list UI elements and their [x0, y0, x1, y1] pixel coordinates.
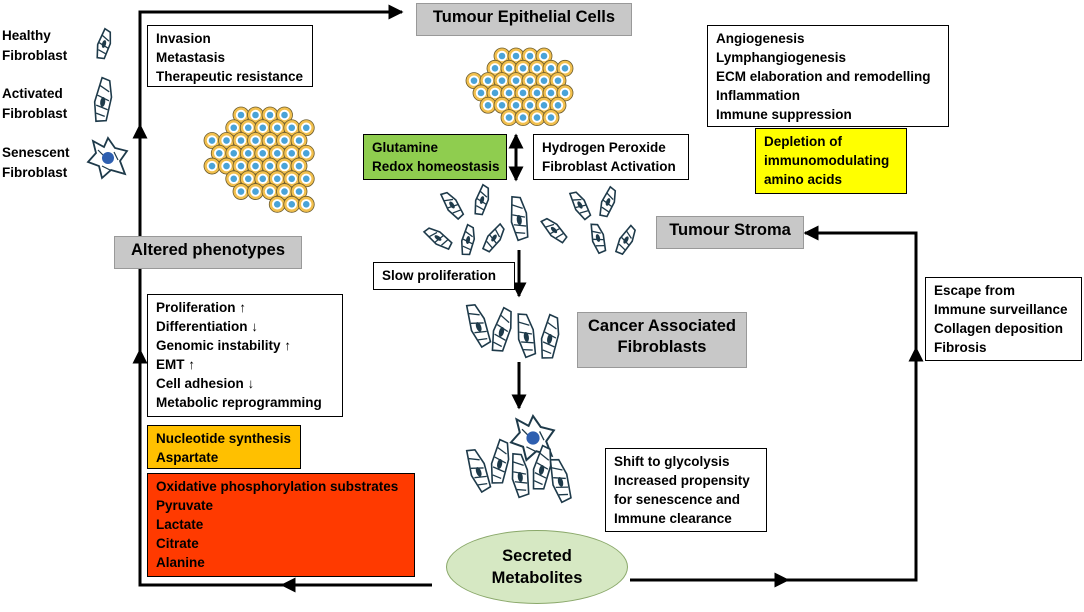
node-tumour-stroma: Tumour Stroma [656, 216, 804, 249]
slow-proliferation-box: Slow proliferation [373, 262, 515, 290]
box-line: Citrate [156, 536, 199, 551]
box-line: Cell adhesion ↓ [156, 376, 255, 391]
tumour-cell [232, 183, 250, 201]
box-line: Oxidative phosphorylation substrates [156, 479, 399, 494]
box-line: for senescence and [614, 492, 741, 507]
box-line: Angiogenesis [716, 31, 805, 46]
node-label: Altered phenotypes [130, 241, 286, 259]
box-line: Therapeutic resistance [156, 69, 304, 84]
escape-box: Escape from Immune surveillance Collagen… [925, 277, 1082, 361]
box-line: Genomic instability ↑ [156, 338, 292, 353]
box-line: Proliferation ↑ [156, 300, 247, 315]
box-line: Aspartate [156, 450, 219, 465]
node-label: Metabolites [491, 569, 583, 587]
senescent-fibroblast-icon [87, 137, 128, 179]
box-line: Slow proliferation [382, 268, 497, 283]
legend-label-line: Activated [2, 86, 63, 101]
node-label: Secreted [502, 547, 572, 565]
box-line: ECM elaboration and remodelling [716, 69, 931, 84]
glycolysis-box: Shift to glycolysis Increased propensity… [605, 448, 767, 532]
legend-label-line: Fibroblast [2, 165, 68, 180]
legend-senescent-fibroblast: Senescent Fibroblast [2, 143, 70, 183]
phenotype-changes-box: Proliferation ↑ Differentiation ↓ Genomi… [147, 294, 343, 417]
box-line: Differentiation ↓ [156, 319, 259, 334]
activated-fibroblast-icon [91, 76, 115, 124]
node-cancer-associated-fibroblasts: Cancer Associated Fibroblasts [577, 312, 747, 368]
box-line: Collagen deposition [934, 321, 1064, 336]
box-line: Pyruvate [156, 498, 214, 513]
box-line: Immune surveillance [934, 302, 1068, 317]
activated-fibroblast-group [421, 183, 640, 257]
box-line: Lymphangiogenesis [716, 50, 847, 65]
box-line: amino acids [764, 172, 843, 187]
box-line: Redox homeostasis [372, 159, 500, 174]
tumour-cell [514, 109, 532, 127]
nucleotide-synthesis-box: Nucleotide synthesis Aspartate [147, 425, 301, 469]
box-line: Hydrogen Peroxide [542, 140, 666, 155]
box-line: Fibroblast Activation [542, 159, 676, 174]
box-line: Metastasis [156, 50, 226, 65]
glutamine-box: Glutamine Redox homeostasis [363, 134, 507, 180]
connector-lines [132, 4, 924, 593]
box-line: Shift to glycolysis [614, 454, 730, 469]
tumour-cell [203, 157, 221, 175]
box-line: Metabolic reprogramming [156, 395, 322, 410]
node-label: Tumour Epithelial Cells [432, 8, 616, 26]
legend-label-line: Senescent [2, 145, 70, 160]
box-line: Glutamine [372, 140, 439, 155]
box-line: Depletion of [764, 134, 842, 149]
tumour-cell [500, 109, 518, 127]
legend-label-line: Fibroblast [2, 106, 68, 121]
box-line: Lactate [156, 517, 204, 532]
oxidative-substrates-box: Oxidative phosphorylation substrates Pyr… [147, 473, 415, 577]
box-line: Alanine [156, 555, 205, 570]
tumour-cell [268, 195, 286, 213]
tumour-cell [247, 183, 264, 201]
box-line: Immune clearance [614, 511, 732, 526]
hydrogen-peroxide-box: Hydrogen Peroxide Fibroblast Activation [533, 134, 689, 180]
tumour-cell-cluster-icon [465, 47, 574, 127]
tumour-cell [542, 109, 560, 127]
tumour-cell [528, 109, 546, 127]
box-line: Increased propensity [614, 473, 750, 488]
box-line: Invasion [156, 31, 211, 46]
tumour-cell-cluster-icon-left [203, 106, 315, 213]
box-line: Escape from [934, 283, 1016, 298]
box-line: Inflammation [716, 88, 801, 103]
legend-label-line: Healthy [2, 28, 51, 43]
node-label: Cancer Associated [588, 317, 736, 335]
legend-activated-fibroblast: Activated Fibroblast [2, 84, 67, 124]
node-tumour-epithelial-cells: Tumour Epithelial Cells [416, 3, 632, 36]
box-line: EMT ↑ [156, 357, 195, 372]
tumour-cell [297, 195, 315, 213]
box-line: immunomodulating [764, 153, 890, 168]
node-label: Fibroblasts [617, 338, 707, 356]
legend-label-line: Fibroblast [2, 48, 68, 63]
caf-fibroblast-group [462, 300, 563, 361]
node-altered-phenotypes: Altered phenotypes [114, 236, 302, 269]
box-line: Immune suppression [716, 107, 852, 122]
tumour-cell [283, 195, 301, 213]
legend-healthy-fibroblast: Healthy Fibroblast [2, 26, 67, 66]
secreted-metabolites-node: Secreted Metabolites [446, 530, 628, 604]
senescent-fibroblast-group [462, 415, 575, 505]
node-label: Tumour Stroma [669, 221, 791, 239]
angiogenesis-box: Angiogenesis Lymphangiogenesis ECM elabo… [707, 25, 949, 127]
healthy-fibroblast-icon [93, 27, 115, 61]
box-line: Nucleotide synthesis [156, 431, 292, 446]
depletion-box: Depletion of immunomodulating amino acid… [755, 128, 907, 194]
box-line: Fibrosis [934, 340, 987, 355]
invasion-box: Invasion Metastasis Therapeutic resistan… [147, 25, 313, 87]
